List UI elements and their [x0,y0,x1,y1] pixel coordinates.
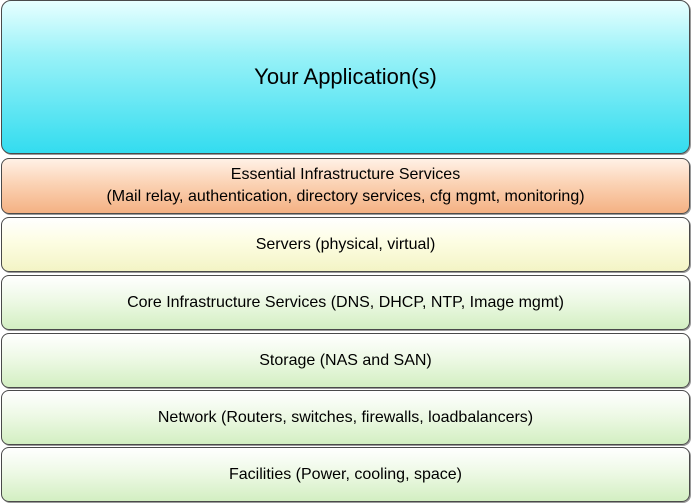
layer-sublabel: (Mail relay, authentication, directory s… [106,188,585,205]
layer-core-infrastructure-services: Core Infrastructure Services (DNS, DHCP,… [1,275,690,330]
layer-facilities: Facilities (Power, cooling, space) [1,447,690,502]
layer-your-applications: Your Application(s) [1,0,690,154]
layer-network: Network (Routers, switches, firewalls, l… [1,390,690,445]
layer-label: Network (Routers, switches, firewalls, l… [157,408,534,426]
layer-storage: Storage (NAS and SAN) [1,333,690,388]
layer-servers: Servers (physical, virtual) [1,217,690,272]
layer-label: Storage (NAS and SAN) [259,351,432,369]
layer-label: Essential Infrastructure Services [230,166,461,183]
layer-label: Core Infrastructure Services (DNS, DHCP,… [127,293,564,311]
layer-label: Facilities (Power, cooling, space) [229,465,462,483]
layer-label: Servers (physical, virtual) [255,235,436,253]
layer-label: Your Application(s) [254,64,437,89]
layer-essential-infrastructure-services: Essential Infrastructure Services (Mail … [1,158,690,214]
